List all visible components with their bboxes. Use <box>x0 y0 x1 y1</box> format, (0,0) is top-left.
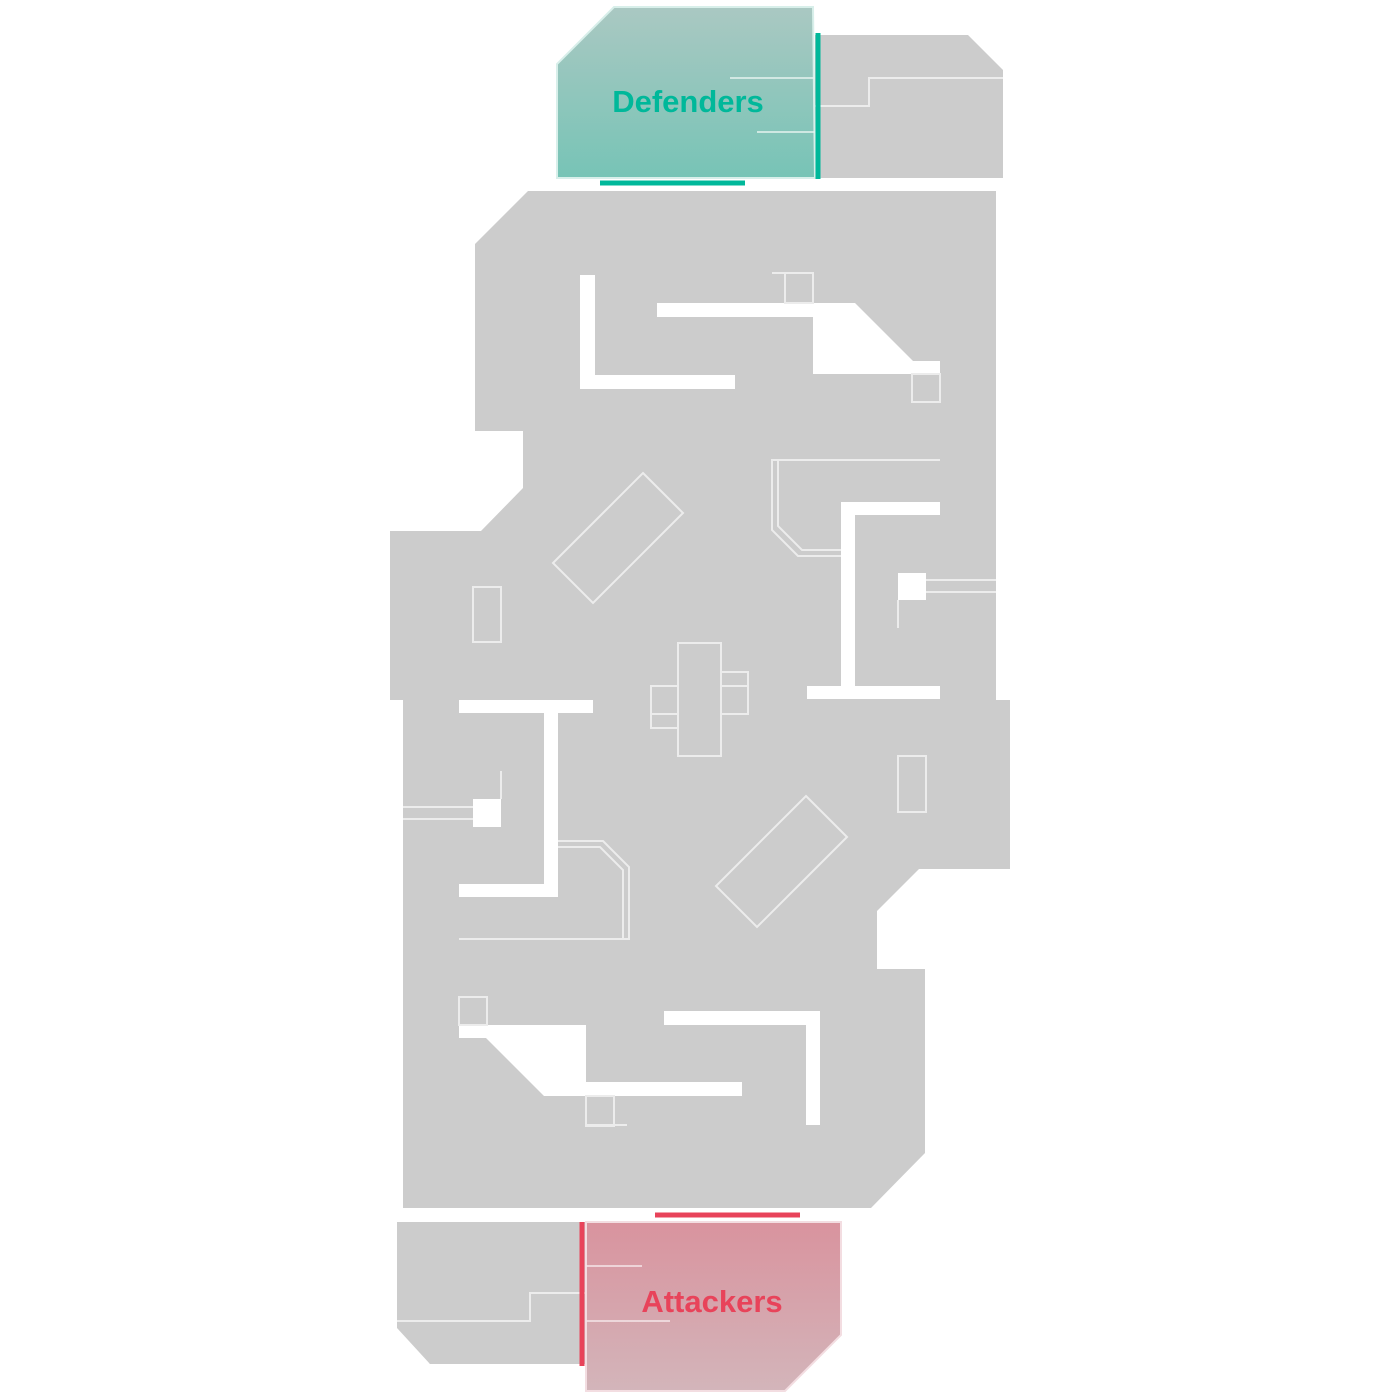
attackers-spawn-zone[interactable]: Attackers <box>579 1212 842 1392</box>
upper-l-wall <box>580 275 735 389</box>
wall-layer <box>459 178 941 1222</box>
top-gap-2 <box>912 178 941 191</box>
defender-bench-divider <box>815 77 1003 107</box>
left-pillar <box>473 799 501 827</box>
lower-left-box <box>458 996 488 1026</box>
upper-right-box <box>911 373 941 403</box>
lower-angled-wall <box>459 1025 742 1096</box>
left-corridor-rail-inner <box>558 846 624 939</box>
defenders-spawn-area[interactable] <box>556 6 817 179</box>
right-corridor-rail-inner <box>777 460 841 551</box>
defender-annex-floor <box>815 35 1003 178</box>
upper-diagonal-table <box>551 471 685 605</box>
lower-l-wall <box>664 1011 820 1125</box>
bottom-gap-1 <box>459 1208 488 1222</box>
top-gap-1 <box>743 178 856 191</box>
attackers-spawn-area[interactable] <box>585 1221 842 1392</box>
right-corridor-rail-top <box>771 459 940 557</box>
center-right-bench-b <box>720 685 749 715</box>
attacker-bench-divider <box>397 1292 586 1322</box>
upper-angled-wall <box>657 303 940 374</box>
right-small-crate <box>897 755 927 813</box>
left-corridor-rail-outer <box>459 840 630 940</box>
center-left-bench-b <box>650 713 679 729</box>
prop-layer <box>397 77 1003 1322</box>
bottom-gap-2 <box>544 1208 657 1222</box>
left-small-crate <box>472 586 502 643</box>
defenders-spawn-zone[interactable]: Defenders <box>556 6 821 186</box>
bottom-gap-3 <box>799 1208 841 1222</box>
right-pillar <box>898 573 926 600</box>
attacker-annex-floor <box>397 1222 586 1364</box>
lower-diagonal-table <box>714 794 849 929</box>
floor-layer <box>390 35 1010 1364</box>
